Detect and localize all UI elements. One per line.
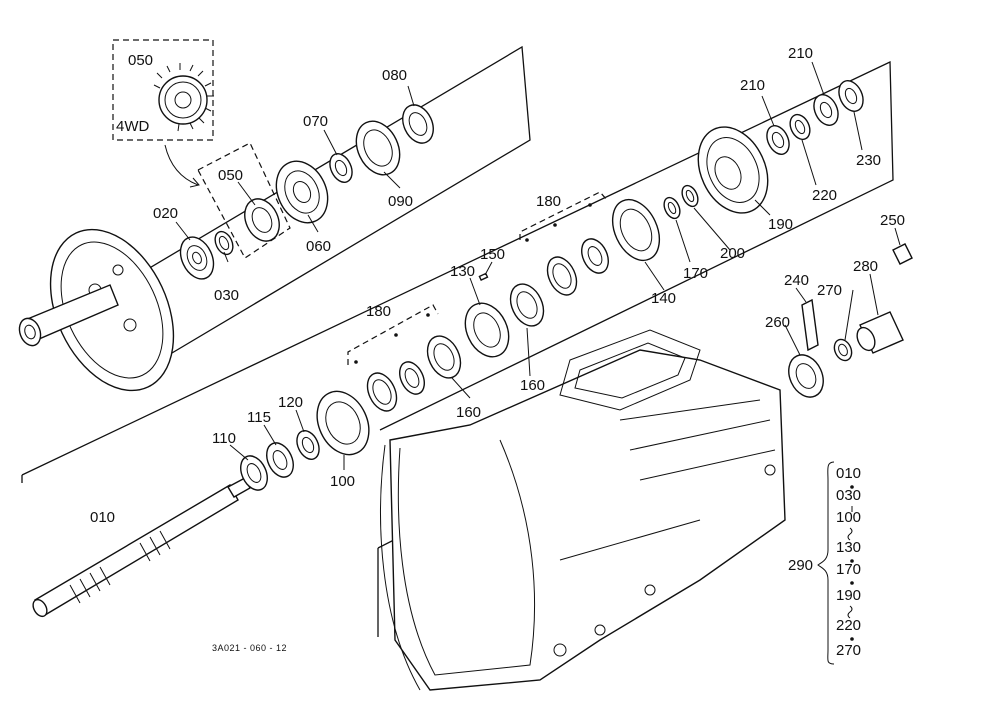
kit-item-8: 270 [836,642,861,659]
label-010: 010 [90,509,115,526]
bearing-050 [244,198,280,242]
label-240: 260 [765,314,790,331]
gear-050-4wd [153,63,214,132]
bearing-240 [788,354,824,398]
assembly-box-050 [197,142,291,259]
sleeve-070 [329,153,353,183]
label-020: 020 [153,205,178,222]
label-270: 270 [817,282,842,299]
label-210b: 210 [788,45,813,62]
label-170: 170 [683,265,708,282]
bearing-115 [266,442,294,478]
key-150 [478,272,489,282]
label-190: 190 [768,216,793,233]
bearing-210b [813,94,839,126]
4wd-inset [112,39,214,188]
label-230: 230 [856,152,881,169]
label-050: 050 [218,167,243,184]
label-4wd: 4WD [116,118,150,135]
hub-130 [464,302,510,358]
gear-060 [275,160,329,224]
label-140: 140 [651,290,676,307]
label-115: 115 [247,409,271,426]
label-070: 070 [303,113,328,130]
label-130: 130 [450,263,475,280]
kit-item-7: 220 [836,617,861,634]
label-250: 240 [784,272,809,289]
label-090: 090 [388,193,413,210]
part-labels: 050 4WD 080 070 050 020 090 060 030 180 … [90,45,905,653]
kit-item-3: 100 [836,509,861,526]
collar-090 [355,120,401,176]
label-050-4wd: 050 [128,52,153,69]
ring-180-upper-b [581,238,609,274]
kit-item-2: 030 [836,487,861,504]
label-290: 290 [788,557,813,574]
label-120: 120 [278,394,303,411]
gear-110 [316,390,370,456]
plug-260 [892,243,913,265]
label-160-lower: 160 [456,404,481,421]
snap-ring-200 [681,184,699,208]
snap-ring-030 [214,230,234,256]
label-260: 250 [880,212,905,229]
kit-item-4: 130 [836,539,861,556]
gear-190 [697,126,769,214]
ring-180-upper-a [546,256,578,296]
kit-item-6: 190 [836,587,861,604]
bracket-180-upper [519,191,608,242]
kit-list: 010 030 100 130 170 190 220 270 [817,461,861,665]
kit-item-1: 010 [836,465,861,482]
label-220: 220 [812,187,837,204]
bracket-180-lower [347,304,439,365]
synchro-ring-160-lower [426,335,462,379]
label-180-lower: 180 [366,303,391,320]
input-housing [18,228,175,392]
label-100: 110 [212,430,236,447]
label-160-upper: 160 [520,377,545,394]
label-180-upper: 180 [536,193,561,210]
label-030: 030 [214,287,239,304]
label-110: 100 [330,473,355,490]
transmission-case [380,329,786,691]
label-280: 280 [853,258,878,275]
ring-180-lower-a [366,372,398,412]
label-200: 200 [720,245,745,262]
plate-250 [801,298,819,352]
shaft-010 [32,477,251,618]
snap-ring-170 [663,196,681,220]
washer-100 [240,455,268,491]
drawing-code: 3A021 - 060 - 12 [212,643,287,653]
label-060: 060 [306,238,331,255]
label-150: 150 [480,246,505,263]
label-080: 080 [382,67,407,84]
main-shaft-panel [21,60,894,483]
plate-230 [838,80,864,112]
washer-220 [789,113,811,141]
bearing-020 [179,236,215,280]
leader-lines [175,61,901,470]
bearing-210a [766,125,790,155]
gear-080 [402,104,434,144]
sleeve-120 [296,430,320,460]
synchro-ring-160-upper [509,283,545,327]
ring-180-lower-b [399,361,425,395]
kit-item-5: 170 [836,561,861,578]
label-210a: 210 [740,77,765,94]
gear-140 [611,198,661,262]
ring-270 [833,338,853,362]
sleeve-280 [856,311,904,354]
